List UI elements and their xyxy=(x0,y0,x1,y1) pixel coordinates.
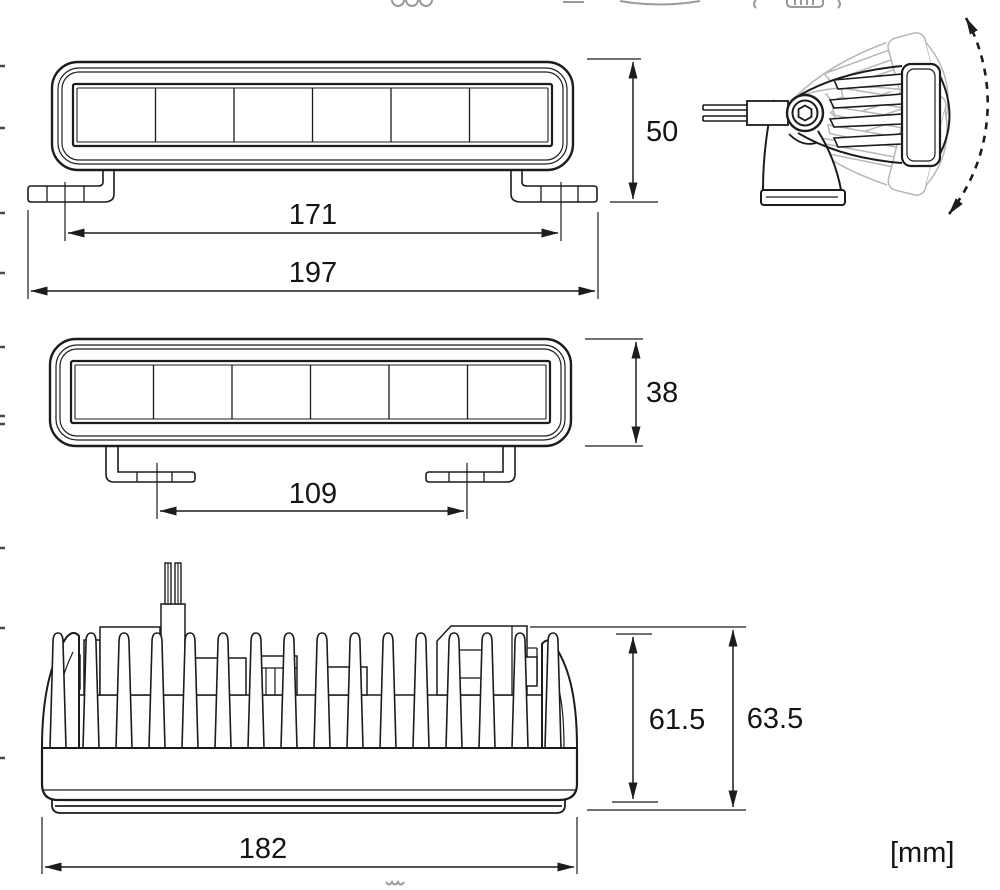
mounting-bracket-right-inward xyxy=(425,445,516,483)
pivot-bolt xyxy=(785,93,825,133)
dimension-38: 38 xyxy=(585,338,678,447)
mounting-bracket-left-inward xyxy=(105,445,196,483)
heatsink-fins xyxy=(49,632,562,749)
led-segment-dividers xyxy=(152,365,469,419)
dim-label-height-50: 50 xyxy=(646,116,678,148)
dim-label-height-38: 38 xyxy=(646,377,678,409)
cable-gland xyxy=(160,603,186,696)
wire-leads xyxy=(702,100,789,126)
lamp-housing xyxy=(50,60,575,172)
mounting-bracket-left xyxy=(27,169,115,203)
edge-marks xyxy=(0,0,841,886)
rear-lower-band xyxy=(40,747,579,814)
left-edge-ticks xyxy=(0,64,5,760)
front-view-top: 171 197 50 xyxy=(27,58,678,299)
front-bezel xyxy=(900,62,942,168)
cable-wires xyxy=(164,562,182,605)
dimension-197: 197 xyxy=(27,210,599,299)
hex-socket xyxy=(797,104,813,122)
dim-label-bracket-span-109: 109 xyxy=(289,478,337,510)
dimension-50: 50 xyxy=(587,58,678,203)
lamp-housing-middle xyxy=(48,337,573,448)
dimension-171: 171 xyxy=(64,182,562,241)
lens-frame xyxy=(71,82,554,148)
lens-lip xyxy=(51,800,566,814)
dim-label-overall-width-197: 197 xyxy=(289,257,337,289)
rear-top-blocks xyxy=(65,562,538,696)
rear-view: 61.5 63.5 182 xyxy=(40,562,803,874)
tilt-adjustment-arc xyxy=(947,17,990,215)
units-label: [mm] xyxy=(890,837,954,869)
dimension-61-5: 61.5 xyxy=(612,633,705,803)
dimension-63-5: 63.5 xyxy=(530,626,803,811)
dimension-182: 182 xyxy=(41,817,578,874)
led-segment-dividers xyxy=(154,88,471,142)
dim-label-bracket-span-171: 171 xyxy=(289,199,337,231)
dim-label-height-63-5: 63.5 xyxy=(747,703,803,735)
dim-label-height-61-5: 61.5 xyxy=(649,704,705,736)
front-view-middle: 109 38 xyxy=(48,337,678,519)
side-view xyxy=(702,17,990,215)
dimension-109: 109 xyxy=(156,463,468,519)
mounting-bracket-right xyxy=(510,169,598,203)
dim-label-width-182: 182 xyxy=(239,833,287,865)
